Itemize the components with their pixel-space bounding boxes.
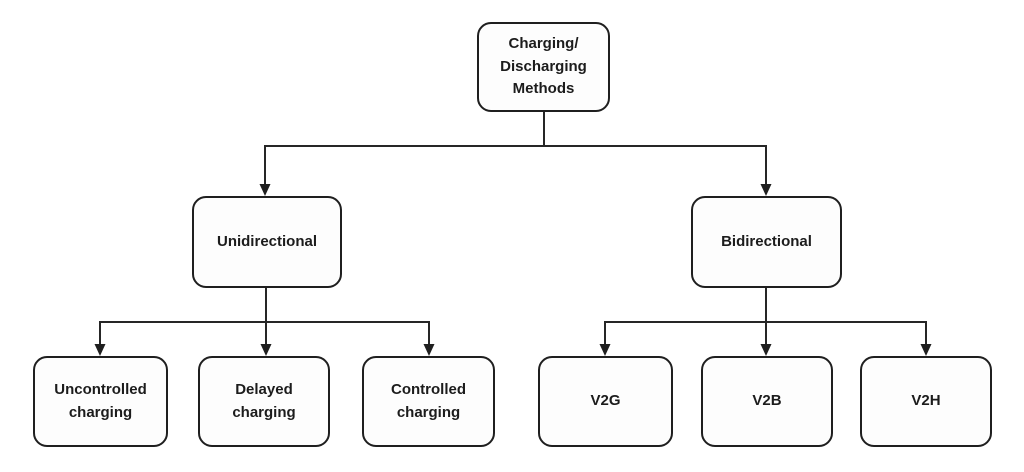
arrowhead-to-v2g [599, 344, 611, 356]
node-label: V2B [752, 392, 782, 410]
arrowhead-to-v2b [760, 344, 772, 356]
node-label: Unidirectional [216, 232, 317, 250]
arrowhead-to-delayed [260, 344, 272, 356]
arrowhead-to-uncontrolled [94, 344, 106, 356]
node-unidirectional: Unidirectional [192, 196, 342, 288]
node-uncontrolled-charging: Uncontrolled charging [33, 356, 168, 447]
arrowhead-to-v2h [920, 344, 932, 356]
node-label: Delayed charging [232, 381, 296, 421]
node-label: Controlled charging [391, 381, 466, 421]
node-v2g: V2G [538, 356, 673, 447]
node-bidirectional: Bidirectional [691, 196, 842, 288]
arrowhead-to-controlled [423, 344, 435, 356]
arrowhead-to-bidirectional [760, 184, 772, 196]
node-label: Charging/ Discharging Methods [500, 33, 587, 101]
node-label: V2H [911, 392, 941, 410]
arrowhead-to-unidirectional [259, 184, 271, 196]
node-label-line: Discharging [500, 57, 587, 75]
node-delayed-charging: Delayed charging [198, 356, 330, 447]
node-controlled-charging: Controlled charging [362, 356, 495, 447]
node-v2b: V2B [701, 356, 833, 447]
node-label-line: Charging/ [508, 35, 579, 53]
node-label-line: Methods [512, 80, 575, 98]
node-label: Uncontrolled charging [54, 381, 147, 421]
node-charging-discharging-methods: Charging/ Discharging Methods [477, 22, 610, 112]
node-v2h: V2H [860, 356, 992, 447]
node-label: Bidirectional [721, 232, 812, 250]
node-label: V2G [590, 392, 621, 410]
